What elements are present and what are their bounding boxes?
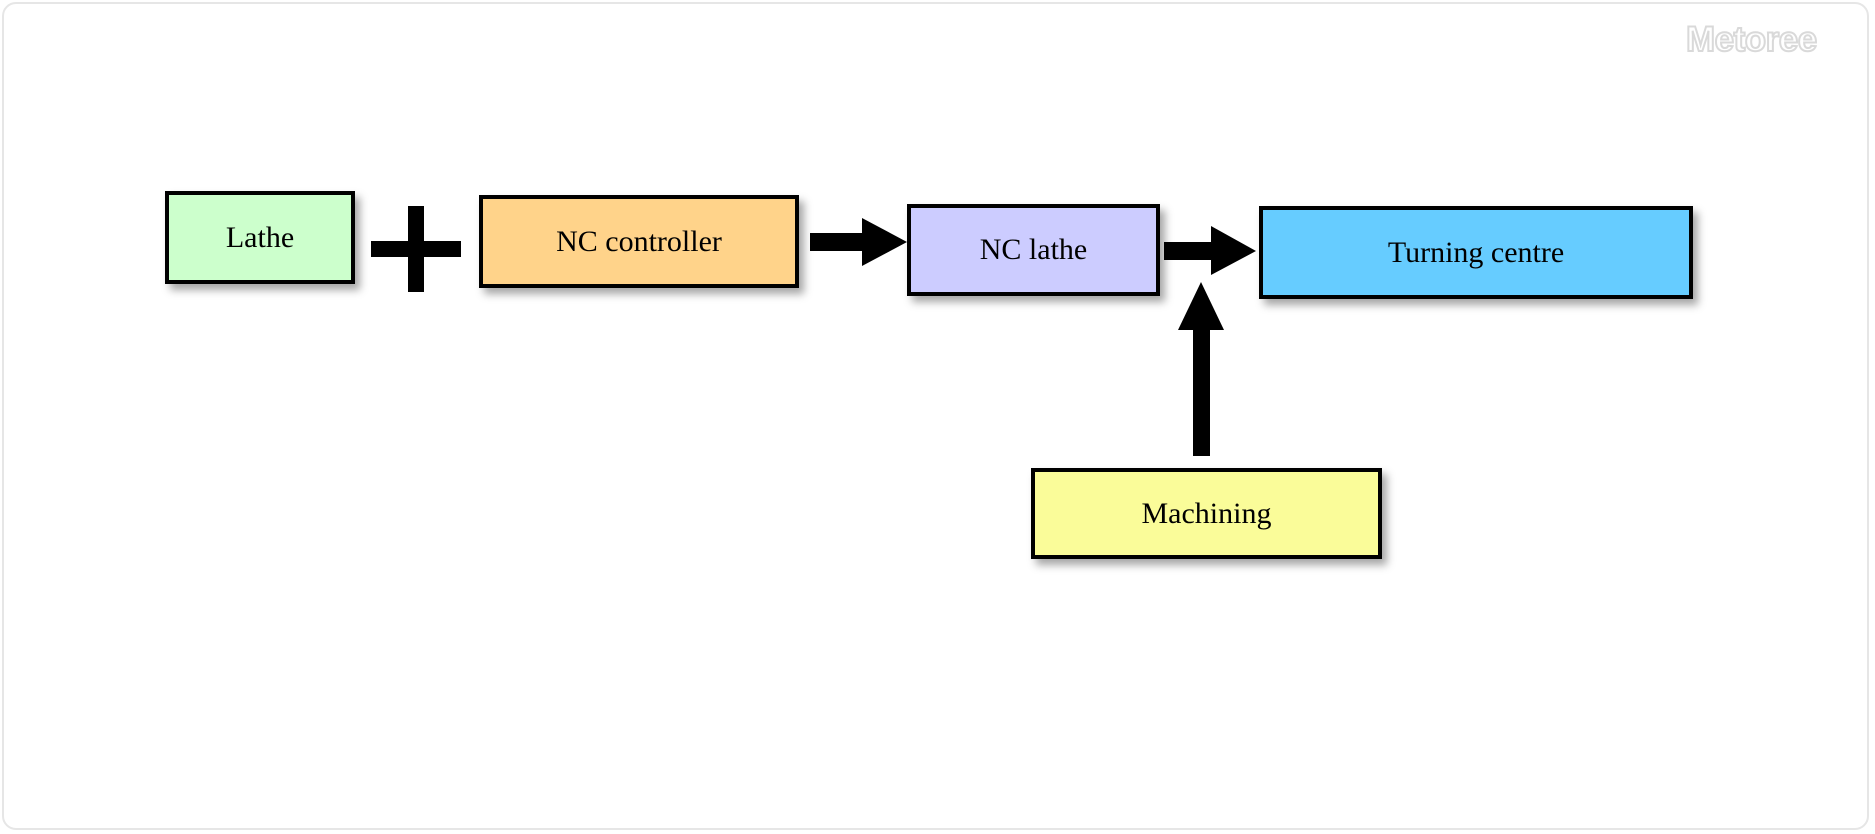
arrow-machining-to-turning-centre — [1178, 282, 1224, 456]
node-lathe: Lathe — [165, 191, 355, 284]
node-nc-lathe-label: NC lathe — [979, 233, 1088, 266]
node-lathe-label: Lathe — [225, 220, 295, 254]
node-nc-controller: NC controller — [479, 195, 799, 288]
node-nc-lathe: NC lathe — [907, 204, 1160, 296]
node-machining-label: Machining — [1141, 496, 1272, 530]
node-turning-centre-label: Turning centre — [1387, 235, 1565, 269]
node-turning-centre: Turning centre — [1259, 206, 1693, 299]
node-machining: Machining — [1031, 468, 1382, 559]
plus-icon — [371, 206, 461, 292]
metoree-logo: Metoree — [1685, 19, 1818, 60]
arrow-nc-controller-to-nc-lathe — [810, 218, 907, 266]
node-nc-controller-label: NC controller — [556, 224, 722, 258]
arrow-nc-lathe-to-turning-centre — [1164, 226, 1256, 275]
